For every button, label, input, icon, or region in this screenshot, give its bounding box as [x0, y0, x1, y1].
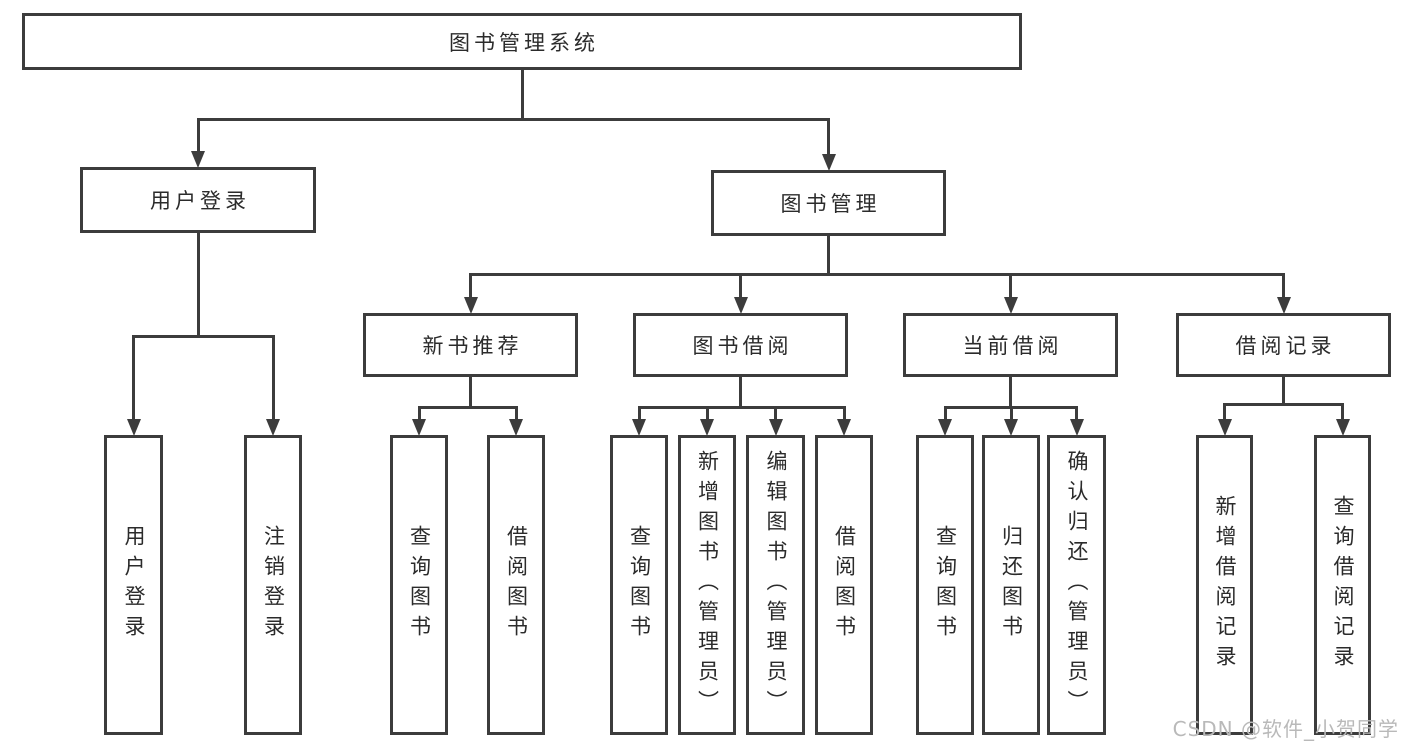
connector-line — [469, 273, 472, 299]
arrowhead-icon — [1069, 419, 1084, 436]
node-label: 用户登录 — [150, 189, 250, 213]
node-leaf-bb-edit: 编辑图书（管理员） — [746, 435, 805, 735]
node-leaf-user-login: 用户登录 — [104, 435, 163, 735]
connector-line — [271, 335, 275, 421]
connector-line — [1009, 273, 1012, 299]
node-leaf-cb-query: 查询图书 — [916, 435, 974, 735]
arrowhead-icon — [191, 151, 205, 168]
connector-line — [705, 406, 709, 421]
node-label: 编辑图书（管理员） — [764, 450, 788, 720]
node-leaf-nb-query: 查询图书 — [390, 435, 448, 735]
connector-line — [417, 406, 421, 421]
arrowhead-icon — [463, 297, 478, 314]
connector-line — [196, 118, 830, 121]
arrowhead-icon — [837, 419, 851, 436]
connector-line — [1282, 273, 1285, 299]
node-label: 查询借阅记录 — [1331, 495, 1355, 675]
connector-line — [1282, 375, 1285, 406]
connector-line — [739, 273, 742, 299]
arrowhead-icon — [266, 419, 280, 436]
connector-line — [1009, 375, 1012, 409]
node-book-mgmt: 图书管理 — [711, 170, 946, 236]
connector-line — [842, 406, 846, 421]
node-leaf-cb-confirm: 确认归还（管理员） — [1047, 435, 1106, 735]
arrowhead-icon — [700, 419, 714, 436]
node-label: 用户登录 — [122, 525, 146, 645]
node-label: 图书管理 — [780, 192, 881, 216]
node-label: 注销登录 — [261, 525, 286, 645]
arrowhead-icon — [938, 419, 952, 436]
arrowhead-icon — [821, 154, 836, 171]
node-label: 图书借阅 — [692, 334, 793, 358]
node-label: 确认归还（管理员） — [1065, 450, 1089, 720]
arrowhead-icon — [768, 419, 783, 436]
node-new-books: 新书推荐 — [363, 313, 578, 377]
arrowhead-icon — [412, 419, 426, 436]
arrowhead-icon — [126, 419, 141, 436]
node-leaf-bb-add: 新增图书（管理员） — [678, 435, 736, 735]
node-leaf-logout: 注销登录 — [244, 435, 302, 735]
connector-line — [514, 406, 518, 421]
node-label: 借阅图书 — [504, 525, 529, 645]
connector-line — [417, 406, 518, 409]
connector-line — [520, 68, 524, 121]
node-root: 图书管理系统 — [22, 13, 1022, 70]
arrowhead-icon — [1276, 297, 1291, 314]
connector-line — [774, 406, 777, 421]
node-label: 借阅记录 — [1235, 334, 1336, 358]
node-label: 查询图书 — [933, 525, 958, 645]
connector-line — [827, 234, 830, 276]
arrowhead-icon — [1003, 297, 1018, 314]
node-leaf-nb-borrow: 借阅图书 — [487, 435, 545, 735]
node-label: 新增图书（管理员） — [695, 450, 720, 720]
node-label: 图书管理系统 — [449, 30, 599, 55]
connector-line — [1009, 406, 1013, 421]
connector-line — [132, 335, 275, 338]
connector-line — [1223, 403, 1226, 421]
node-leaf-bb-borrow: 借阅图书 — [815, 435, 873, 735]
node-current-borrow: 当前借阅 — [903, 313, 1118, 377]
node-label: 借阅图书 — [832, 525, 857, 645]
arrowhead-icon — [1335, 419, 1350, 436]
connector-line — [1341, 403, 1344, 421]
node-label: 新书推荐 — [422, 334, 523, 358]
node-label: 查询图书 — [407, 525, 432, 645]
arrowhead-icon — [733, 297, 748, 314]
connector-line — [132, 335, 135, 421]
node-label: 当前借阅 — [962, 334, 1063, 358]
node-leaf-bb-query: 查询图书 — [610, 435, 668, 735]
connector-line — [827, 118, 830, 156]
connector-line — [943, 406, 947, 421]
arrowhead-icon — [1217, 419, 1232, 436]
node-leaf-cb-return: 归还图书 — [982, 435, 1040, 735]
connector-line — [739, 375, 742, 409]
arrowhead-icon — [632, 419, 646, 436]
node-borrow-records: 借阅记录 — [1176, 313, 1391, 377]
connector-line — [196, 118, 200, 153]
node-label: 归还图书 — [999, 525, 1024, 645]
connector-line — [1223, 403, 1344, 406]
connector-line — [196, 231, 200, 338]
connector-line — [469, 273, 1285, 276]
node-user-login: 用户登录 — [80, 167, 316, 233]
node-leaf-br-query: 查询借阅记录 — [1314, 435, 1371, 735]
connector-line — [1075, 406, 1078, 421]
csdn-watermark: CSDN @软件_小贺同学 — [1172, 717, 1399, 741]
node-label: 查询图书 — [627, 525, 652, 645]
connector-line — [637, 406, 846, 409]
arrowhead-icon — [1004, 419, 1018, 436]
node-book-borrow: 图书借阅 — [633, 313, 848, 377]
connector-line — [637, 406, 641, 421]
connector-line — [469, 375, 472, 409]
arrowhead-icon — [509, 419, 523, 436]
node-label: 新增借阅记录 — [1213, 495, 1237, 675]
node-leaf-br-add: 新增借阅记录 — [1196, 435, 1253, 735]
